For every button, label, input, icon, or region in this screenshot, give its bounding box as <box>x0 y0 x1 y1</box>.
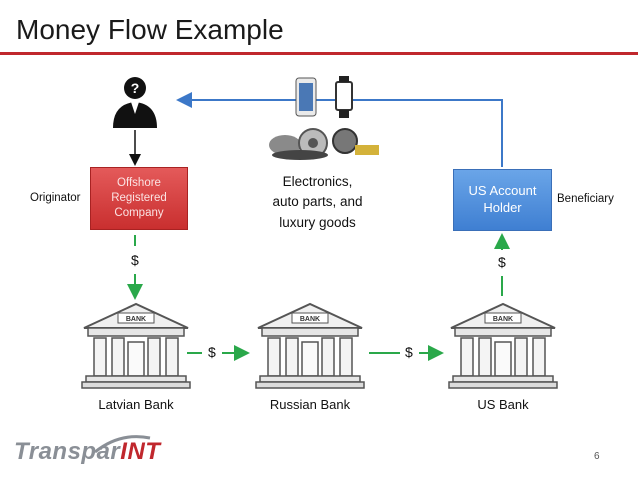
dollar-russian-us: $ <box>405 344 413 360</box>
beneficiary-label: Beneficiary <box>557 193 614 205</box>
logo-text-main: Transpar <box>14 438 120 465</box>
us-account-holder-box: US Account Holder <box>453 169 552 231</box>
dollar-offshore-latvian: $ <box>131 252 139 268</box>
bank-sign-text: BANK <box>126 316 146 323</box>
logo-text-accent: INT <box>120 438 160 465</box>
us-bank-icon: BANK <box>449 304 557 388</box>
russian-bank-icon: BANK <box>256 304 364 388</box>
goods-description: Electronics, auto parts, and luxury good… <box>270 172 365 233</box>
us-bank-label: US Bank <box>443 397 563 412</box>
dollar-latvian-russian: $ <box>208 344 216 360</box>
offshore-company-box: Offshore Registered Company <box>90 167 188 230</box>
svg-text:?: ? <box>131 80 140 96</box>
auto-parts-icon <box>269 129 379 160</box>
latvian-bank-icon: BANK <box>82 304 190 388</box>
originator-person-icon: ? <box>113 77 157 128</box>
phone-watch-icon <box>296 76 352 118</box>
dollar-usbank-holder: $ <box>498 254 506 270</box>
russian-bank-label: Russian Bank <box>250 397 370 412</box>
originator-label: Originator <box>30 192 81 204</box>
page-number: 6 <box>594 451 600 462</box>
bank-sign-text: BANK <box>300 316 320 323</box>
transparint-logo: TransparINT <box>14 438 160 466</box>
latvian-bank-label: Latvian Bank <box>76 397 196 412</box>
bank-sign-text: BANK <box>493 316 513 323</box>
